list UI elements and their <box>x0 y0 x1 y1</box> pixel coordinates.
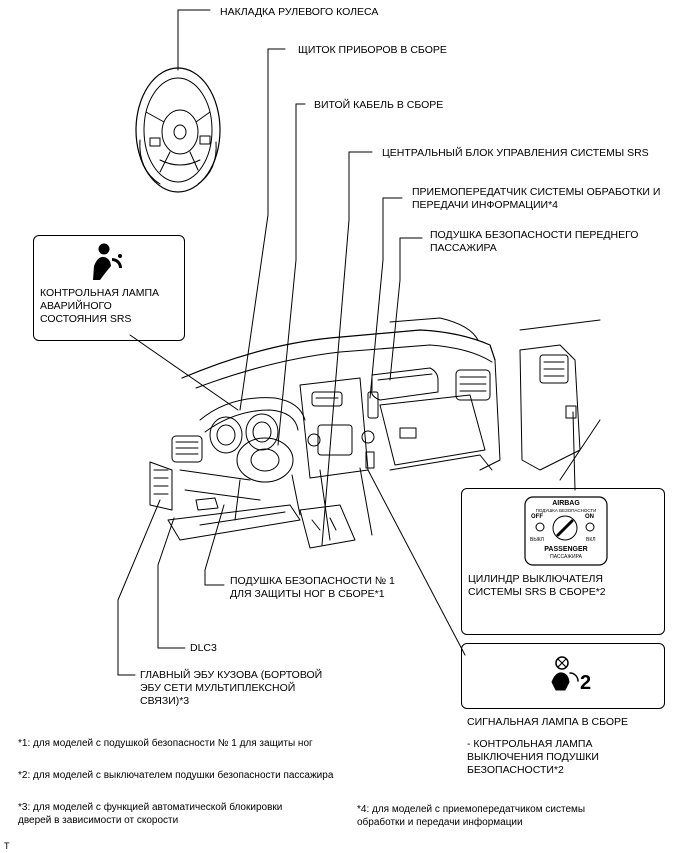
label-body-ecu-line3: СВЯЗИ)*3 <box>140 695 190 707</box>
label-body-ecu-line2: ЭБУ СЕТИ МУЛЬТИПЛЕКСНОЙ <box>140 682 296 694</box>
dashboard-drawing <box>149 317 601 549</box>
label-transceiver-line1: ПРИЕМОПЕРЕДАТЧИК СИСТЕМЫ ОБРАБОТКИ И <box>412 186 661 198</box>
label-spiral-cable: ВИТОЙ КАБЕЛЬ В СБОРЕ <box>314 99 444 111</box>
footnote-1: *1: для моделей с подушкой безопасности … <box>18 738 313 749</box>
footnote-2: *2: для моделей с выключателем подушки б… <box>18 770 334 781</box>
label-warning-lamp-line1: КОНТРОЛЬНАЯ ЛАМПА <box>40 287 160 299</box>
label-combination-meter: ЩИТОК ПРИБОРОВ В СБОРЕ <box>298 44 447 56</box>
label-dlc3: DLC3 <box>190 642 217 654</box>
warning-lamp-icon <box>93 243 122 280</box>
switch-cylinder-box <box>461 488 665 635</box>
indicator-lamp-icon <box>551 656 579 691</box>
indicator-lamp-box <box>461 643 665 709</box>
label-body-ecu-line1: ГЛАВНЫЙ ЭБУ КУЗОВА (БОРТОВОЙ <box>140 669 323 681</box>
footnote-3-line2: дверей в зависимости от скорости <box>18 815 179 826</box>
label-knee-airbag-line1: ПОДУШКА БЕЗОПАСНОСТИ № 1 <box>230 575 395 587</box>
label-warning-lamp-line2: АВАРИЙНОГО <box>40 300 112 312</box>
indicator-number: 2 <box>580 672 592 694</box>
label-passenger-airbag-line1: ПОДУШКА БЕЗОПАСНОСТИ ПЕРЕДНЕГО <box>430 229 639 241</box>
switch-passenger-text: PASSENGER <box>544 546 588 553</box>
warning-lamp-box <box>33 235 185 341</box>
switch-on-ru-text: ВКЛ <box>586 537 596 543</box>
label-transceiver-line2: ПЕРЕДАЧИ ИНФОРМАЦИИ*4 <box>412 199 559 211</box>
footnote-3-line1: *3: для моделей с функцией автоматическо… <box>18 802 283 813</box>
switch-cylinder-drawing <box>524 496 608 566</box>
switch-airbag-text: AIRBAG <box>552 500 580 507</box>
label-warning-lamp-line3: СОСТОЯНИЯ SRS <box>40 313 132 325</box>
steering-wheel-drawing <box>135 67 221 193</box>
footnote-4-line2: обработки и передачи информации <box>357 817 523 828</box>
label-indicator-line4: БЕЗОПАСНОСТИ*2 <box>467 764 564 776</box>
label-passenger-airbag-line2: ПАССАЖИРА <box>430 242 497 254</box>
label-indicator-line3: ВЫКЛЮЧЕНИЯ ПОДУШКИ <box>467 751 599 763</box>
label-knee-airbag-line2: ДЛЯ ЗАЩИТЫ НОГ В СБОРЕ*1 <box>230 588 385 600</box>
switch-airbag-ru-text: ПОДУШКА БЕЗОПАСНОСТИ <box>535 508 597 513</box>
switch-off-ru-text: ВЫКЛ <box>530 537 544 543</box>
label-srs-center: ЦЕНТРАЛЬНЫЙ БЛОК УПРАВЛЕНИЯ СИСТЕМЫ SRS <box>382 147 649 159</box>
label-steering-pad: НАКЛАДКА РУЛЕВОГО КОЛЕСА <box>220 6 379 18</box>
label-indicator-line2: - КОНТРОЛЬНАЯ ЛАМПА <box>467 738 593 750</box>
label-cylinder-line1: ЦИЛИНДР ВЫКЛЮЧАТЕЛЯ <box>468 573 604 585</box>
leader-lines <box>117 48 576 676</box>
switch-off-text: OFF <box>531 514 543 520</box>
corner-mark: T <box>4 841 10 851</box>
switch-passenger-ru-text: ПАССАЖИРА <box>550 554 582 560</box>
label-indicator-line1: СИГНАЛЬНАЯ ЛАМПА В СБОРЕ <box>467 716 629 728</box>
label-cylinder-line2: СИСТЕМЫ SRS В СБОРЕ*2 <box>468 586 606 598</box>
footnote-4-line1: *4: для моделей с приемопередатчиком сис… <box>357 804 586 815</box>
switch-on-text: ON <box>585 514 594 520</box>
